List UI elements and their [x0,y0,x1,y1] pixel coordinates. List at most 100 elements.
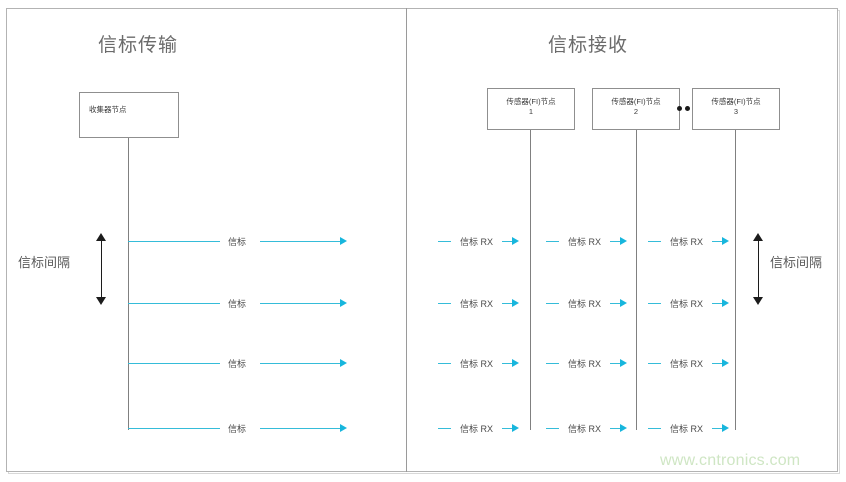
arrow-up-icon [753,233,763,241]
rx-dash-line [438,302,451,304]
beacon-rx-item: 信标 RX [546,234,628,248]
beacon-rx-item: 信标 RX [546,296,628,310]
beacon-rx-label: 信标 RX [670,358,704,369]
collector-node-label: 收集器节点 [89,105,127,114]
dot-icon [677,106,682,111]
beacon-line-in [128,302,220,304]
watermark-text: www.cntronics.com [660,452,801,469]
arrow-right-icon [620,237,628,245]
rx-tail-line [712,427,723,429]
beacon-rx-item: 信标 RX [648,421,730,435]
rx-dash-line [438,427,451,429]
collector-node-box[interactable]: 收集器节点 [79,92,179,138]
beacon-rx-item: 信标 RX [438,421,520,435]
beacon-line-out [260,240,341,242]
sensor-node-label-2: 传感器(FI)节点 2 [593,97,679,117]
beacon-tx-row: 信标 [128,356,348,370]
ellipsis-dots-icon [677,106,690,111]
arrow-up-icon [96,233,106,241]
arrow-right-icon [340,424,348,432]
beacon-interval-arrow-right [753,233,763,305]
rx-dash-line [546,427,559,429]
beacon-label: 信标 [228,423,247,434]
beacon-label: 信标 [228,298,247,309]
beacon-label: 信标 [228,236,247,247]
sensor-node-name-1: 传感器(FI)节点 [506,97,556,106]
beacon-rx-label: 信标 RX [568,423,602,434]
beacon-line-out [260,302,341,304]
interval-bar [757,239,759,299]
beacon-label: 信标 [228,358,247,369]
arrow-right-icon [722,424,730,432]
rx-tail-line [610,240,621,242]
sensor-node-box-2[interactable]: 传感器(FI)节点 2 [592,88,680,130]
sensor-timeline-1 [530,130,531,430]
rx-tail-line [502,427,513,429]
rx-tail-line [712,362,723,364]
beacon-tx-row: 信标 [128,234,348,248]
beacon-rx-label: 信标 RX [670,423,704,434]
rx-dash-line [648,240,661,242]
panel-title-transmission: 信标传输 [98,35,179,56]
beacon-rx-label: 信标 RX [460,423,494,434]
rx-dash-line [546,302,559,304]
arrow-right-icon [620,424,628,432]
dot-icon [685,106,690,111]
arrow-down-icon [753,297,763,305]
collector-timeline [128,138,129,430]
sensor-timeline-3 [735,130,736,430]
beacon-rx-label: 信标 RX [460,236,494,247]
interval-bar [100,239,102,299]
beacon-rx-item: 信标 RX [648,234,730,248]
sensor-node-box-1[interactable]: 传感器(FI)节点 1 [487,88,575,130]
arrow-right-icon [512,299,520,307]
arrow-right-icon [340,359,348,367]
rx-tail-line [502,362,513,364]
arrow-right-icon [512,424,520,432]
rx-tail-line [610,362,621,364]
diagram-frame [6,8,838,472]
rx-dash-line [648,427,661,429]
sensor-node-label-3: 传感器(FI)节点 3 [693,97,779,117]
panel-divider [406,8,407,472]
sensor-node-name-3: 传感器(FI)节点 [711,97,761,106]
beacon-interval-label-left: 信标间隔 [18,255,71,270]
rx-dash-line [648,362,661,364]
arrow-right-icon [620,359,628,367]
beacon-line-out [260,427,341,429]
arrow-right-icon [340,299,348,307]
arrow-right-icon [512,359,520,367]
rx-tail-line [712,240,723,242]
arrow-right-icon [340,237,348,245]
beacon-tx-row: 信标 [128,296,348,310]
rx-tail-line [502,302,513,304]
sensor-node-index-1: 1 [528,107,534,117]
sensor-node-name-2: 传感器(FI)节点 [611,97,661,106]
beacon-rx-label: 信标 RX [568,298,602,309]
arrow-right-icon [722,359,730,367]
beacon-rx-label: 信标 RX [670,236,704,247]
sensor-timeline-2 [636,130,637,430]
beacon-line-in [128,427,220,429]
beacon-rx-item: 信标 RX [546,421,628,435]
beacon-rx-label: 信标 RX [460,298,494,309]
panel-title-reception: 信标接收 [548,35,629,56]
rx-tail-line [502,240,513,242]
beacon-line-out [260,362,341,364]
beacon-rx-item: 信标 RX [546,356,628,370]
sensor-node-label-1: 传感器(FI)节点 1 [488,97,574,117]
sensor-node-index-2: 2 [633,107,639,117]
arrow-right-icon [722,299,730,307]
beacon-rx-label: 信标 RX [568,236,602,247]
rx-tail-line [610,427,621,429]
beacon-rx-label: 信标 RX [460,358,494,369]
rx-dash-line [438,240,451,242]
rx-tail-line [712,302,723,304]
sensor-node-index-3: 3 [733,107,739,117]
beacon-rx-label: 信标 RX [670,298,704,309]
sensor-node-box-3[interactable]: 传感器(FI)节点 3 [692,88,780,130]
arrow-down-icon [96,297,106,305]
beacon-rx-item: 信标 RX [648,296,730,310]
beacon-rx-item: 信标 RX [438,296,520,310]
